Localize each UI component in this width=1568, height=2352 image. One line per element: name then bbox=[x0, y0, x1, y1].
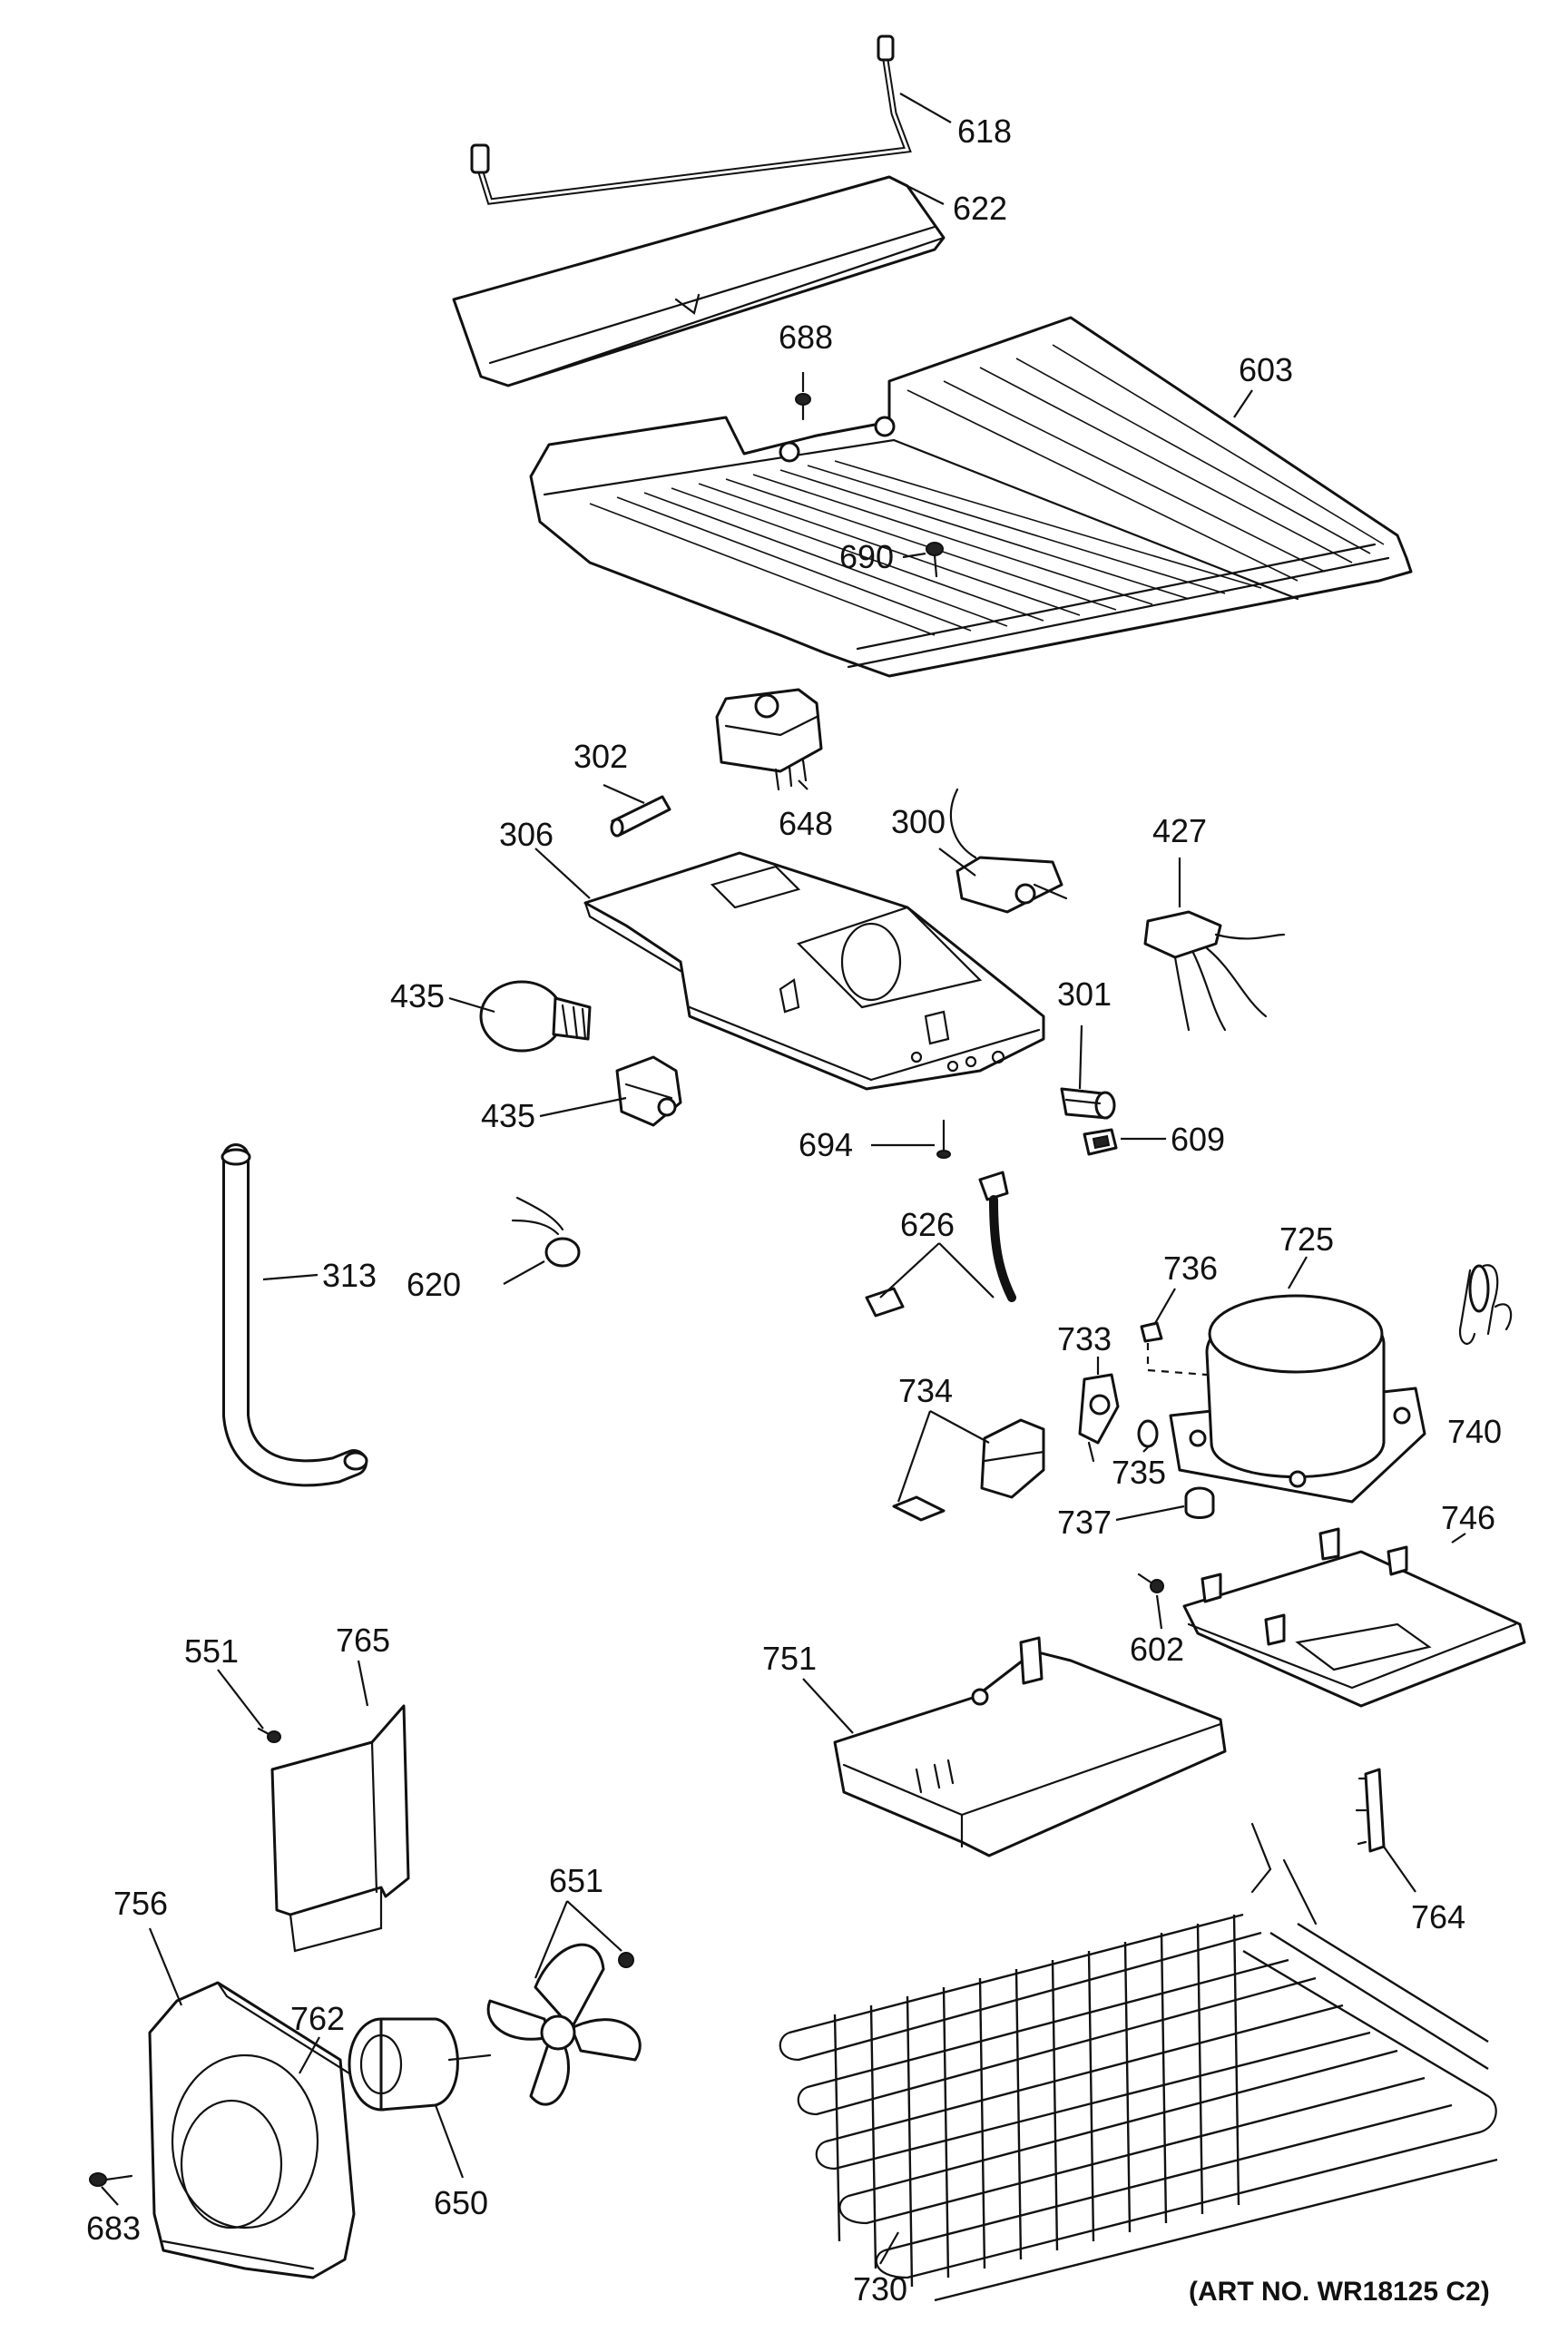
label-725: 725 bbox=[1279, 1220, 1334, 1258]
part-648-timer bbox=[715, 688, 823, 791]
part-435-socket bbox=[615, 1055, 682, 1127]
label-736: 736 bbox=[1163, 1250, 1218, 1287]
part-306-light-housing bbox=[583, 851, 1045, 1091]
part-688-screw bbox=[795, 393, 811, 421]
part-number-labels: 618 622 688 603 690 302 648 300 427 306 … bbox=[86, 113, 1502, 2308]
label-694: 694 bbox=[799, 1126, 853, 1163]
part-609-switch bbox=[1083, 1128, 1118, 1156]
part-551-screw bbox=[257, 1727, 281, 1743]
part-740-clips bbox=[1458, 1264, 1513, 1345]
label-765: 765 bbox=[336, 1622, 390, 1659]
label-762: 762 bbox=[290, 2000, 345, 2037]
label-609: 609 bbox=[1171, 1121, 1225, 1158]
part-736-clip bbox=[1140, 1321, 1163, 1343]
label-735: 735 bbox=[1112, 1454, 1166, 1491]
part-622-channel bbox=[452, 175, 946, 387]
label-746: 746 bbox=[1441, 1499, 1495, 1536]
label-427: 427 bbox=[1152, 812, 1207, 849]
part-302-cylinder bbox=[610, 795, 671, 838]
label-435-bulb: 435 bbox=[390, 977, 445, 1014]
label-602: 602 bbox=[1130, 1631, 1184, 1668]
part-300-thermostat bbox=[949, 788, 1068, 914]
part-690-screw bbox=[926, 542, 944, 578]
part-603-cover bbox=[529, 316, 1413, 678]
part-765-shroud bbox=[270, 1704, 410, 1953]
label-620: 620 bbox=[407, 1266, 461, 1303]
label-650: 650 bbox=[434, 2184, 488, 2221]
part-756-fan-bracket bbox=[148, 1981, 356, 2279]
part-683-screw bbox=[89, 2172, 133, 2187]
label-737: 737 bbox=[1057, 1504, 1112, 1541]
part-734-overload bbox=[892, 1418, 1045, 1522]
art-number: (ART NO. WR18125 C2) bbox=[1189, 2277, 1490, 2307]
part-737-grommet bbox=[1184, 1486, 1215, 1519]
part-602-screw bbox=[1137, 1573, 1164, 1593]
label-730: 730 bbox=[853, 2270, 907, 2308]
part-618-tube bbox=[470, 34, 912, 205]
part-751-drain-pan bbox=[833, 1636, 1227, 1857]
part-764-bracket bbox=[1355, 1768, 1386, 1853]
label-301: 301 bbox=[1057, 975, 1112, 1013]
label-688: 688 bbox=[779, 318, 833, 356]
label-756: 756 bbox=[113, 1885, 168, 1922]
label-302: 302 bbox=[573, 738, 628, 775]
label-618: 618 bbox=[957, 113, 1012, 150]
part-735-cap bbox=[1137, 1419, 1159, 1448]
label-690: 690 bbox=[839, 538, 894, 575]
label-733: 733 bbox=[1057, 1320, 1112, 1357]
part-620-plug bbox=[511, 1196, 581, 1268]
label-306: 306 bbox=[499, 816, 554, 853]
part-435-bulb bbox=[479, 980, 592, 1053]
label-622: 622 bbox=[953, 190, 1007, 227]
label-313: 313 bbox=[322, 1257, 377, 1294]
label-626: 626 bbox=[900, 1206, 955, 1243]
part-651-fan-blade bbox=[486, 1943, 642, 2106]
part-694-screw bbox=[936, 1119, 951, 1159]
part-650-fan-motor bbox=[348, 2017, 492, 2112]
part-730-condenser-coil bbox=[779, 1822, 1498, 2302]
label-734: 734 bbox=[898, 1372, 953, 1409]
part-301-switch bbox=[1060, 1087, 1116, 1120]
label-551: 551 bbox=[184, 1632, 239, 1670]
part-725-compressor bbox=[1146, 1294, 1426, 1504]
part-746-base-plate bbox=[1182, 1527, 1526, 1708]
part-626-cord bbox=[865, 1171, 1016, 1318]
label-740: 740 bbox=[1447, 1413, 1502, 1450]
label-764: 764 bbox=[1411, 1898, 1465, 1936]
part-313-drain-tube bbox=[220, 1143, 368, 1487]
label-751: 751 bbox=[762, 1640, 817, 1677]
label-683: 683 bbox=[86, 2210, 141, 2247]
part-733-relay bbox=[1078, 1373, 1120, 1463]
leader-lines bbox=[101, 93, 1466, 2265]
label-603: 603 bbox=[1239, 351, 1293, 388]
part-427-connector bbox=[1143, 910, 1286, 1032]
label-435-socket: 435 bbox=[481, 1097, 535, 1134]
label-300: 300 bbox=[891, 803, 946, 840]
label-651: 651 bbox=[549, 1862, 603, 1899]
label-648: 648 bbox=[779, 805, 833, 842]
